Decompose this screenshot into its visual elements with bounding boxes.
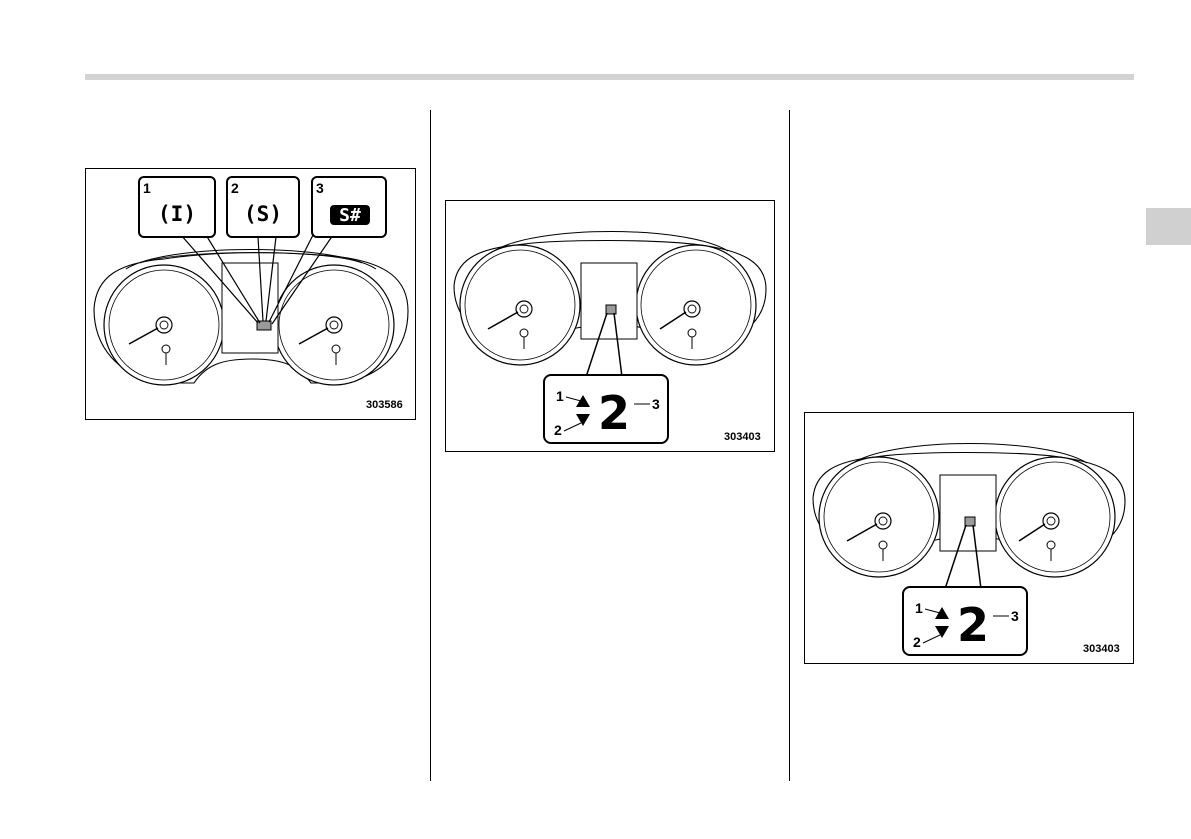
label-up: 1: [915, 600, 923, 616]
figure-code: 303403: [1083, 643, 1120, 655]
label-indicator: 3: [652, 396, 660, 412]
callout-number-1: 1: [143, 180, 151, 196]
label-up: 1: [556, 388, 564, 404]
callout-number-3: 3: [316, 180, 324, 196]
column-divider-right: [789, 110, 790, 781]
label-down: 2: [913, 634, 921, 650]
figure-code: 303403: [724, 431, 761, 443]
column-divider-left: [430, 110, 431, 781]
sport-mode-symbol: (S): [244, 202, 282, 226]
figure-gear-indicator: 1 2 2 3 303403: [445, 200, 775, 452]
label-indicator: 3: [1011, 608, 1019, 624]
callout-number-2: 2: [231, 180, 239, 196]
figure-si-drive-indicator: 1 2 3 (I) (S) S# 303586: [85, 168, 416, 420]
gear-digit: 2: [957, 598, 989, 652]
figure-code: 303586: [366, 399, 403, 411]
section-tab: [1146, 208, 1191, 245]
instrument-cluster-diagram: 1 2 2 3: [805, 413, 1133, 663]
gear-digit: 2: [598, 386, 630, 440]
figure-gear-indicator: 1 2 2 3 303403: [804, 412, 1134, 664]
top-rule: [85, 74, 1134, 80]
instrument-cluster-diagram: 1 2 3 (I) (S) S#: [86, 169, 415, 419]
sport-sharp-mode-symbol: S#: [339, 205, 361, 226]
label-down: 2: [554, 422, 562, 438]
intelligent-mode-symbol: (I): [158, 202, 196, 226]
instrument-cluster-diagram: 1 2 2 3: [446, 201, 774, 451]
